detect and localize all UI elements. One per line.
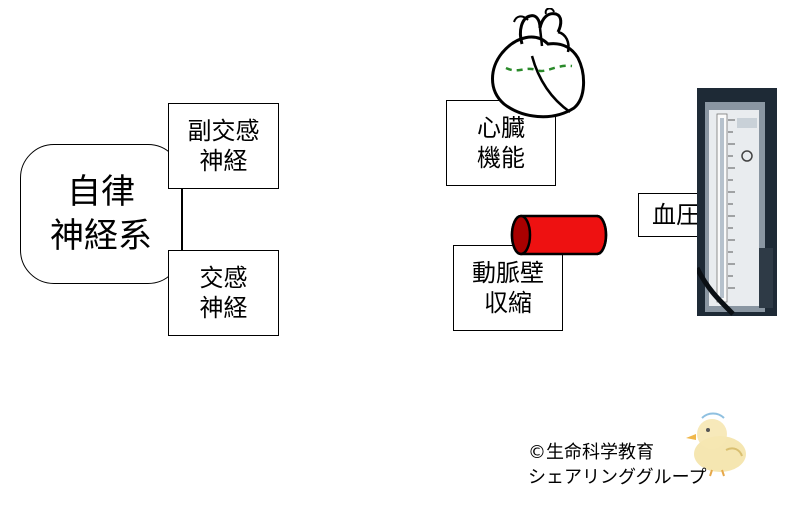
connector-line bbox=[181, 189, 183, 250]
copyright-line2: シェアリンググループ bbox=[528, 467, 707, 489]
parasympathetic-label-line1: 副交感 bbox=[187, 117, 260, 145]
heart-function-label-line1: 心臓 bbox=[477, 114, 525, 142]
heart-function-label-line2: 機能 bbox=[477, 144, 525, 172]
artery-cylinder-icon bbox=[510, 214, 608, 256]
heart-icon bbox=[491, 8, 585, 119]
parasympathetic-box: 副交感 神経 bbox=[168, 103, 279, 189]
sympathetic-label-line1: 交感 bbox=[199, 264, 248, 292]
duck-mascot-icon bbox=[686, 412, 746, 477]
arterial-label-line2: 収縮 bbox=[484, 289, 532, 317]
autonomic-nervous-system-box: 自律 神経系 bbox=[20, 144, 182, 284]
autonomic-label-line1: 自律 bbox=[67, 171, 135, 212]
sympathetic-box: 交感 神経 bbox=[168, 250, 279, 336]
copyright-line1: ©生命科学教育 bbox=[528, 442, 654, 463]
parasympathetic-label-line2: 神経 bbox=[199, 147, 248, 175]
copyright-footer: ©生命科学教育 シェアリンググループ bbox=[528, 440, 707, 490]
autonomic-label-line2: 神経系 bbox=[50, 216, 152, 256]
arterial-wall-contraction-box: 動脈壁 収縮 bbox=[453, 245, 563, 331]
blood-pressure-label: 血圧 bbox=[652, 201, 700, 229]
arterial-label-line1: 動脈壁 bbox=[472, 259, 544, 287]
sphygmomanometer-icon bbox=[697, 88, 777, 316]
sympathetic-label-line2: 神経 bbox=[199, 294, 248, 322]
